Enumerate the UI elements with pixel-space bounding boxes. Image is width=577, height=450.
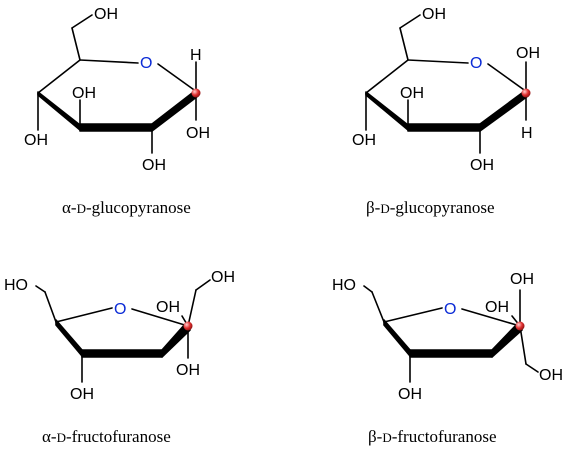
caption-config: D <box>57 430 66 445</box>
anomeric-carbon-marker <box>191 88 201 98</box>
atom-label-oh: OH <box>398 386 422 403</box>
caption-dash: - <box>375 198 381 217</box>
atom-label-oh: OH <box>176 362 200 379</box>
caption-name: -fructofuranose <box>392 427 497 446</box>
caption-name: -fructofuranose <box>66 427 171 446</box>
molecule-caption: α-D-fructofuranose <box>42 427 171 446</box>
atom-label-oh: OH <box>24 132 48 149</box>
atom-label-oh: OH <box>400 85 424 102</box>
atom-label-h: H <box>190 47 202 64</box>
ring-oxygen-label: O <box>444 301 456 318</box>
caption-name: -glucopyranose <box>86 198 191 217</box>
alpha-d-glucopyranose: OH O H OH OH OH OH α-D-glucopyranose <box>24 6 210 217</box>
anomeric-carbon-marker <box>183 321 193 331</box>
caption-config: D <box>77 201 86 216</box>
atom-label-oh: OH <box>156 299 180 316</box>
ring-oxygen-label: O <box>140 55 152 72</box>
anomeric-carbon-marker <box>515 321 525 331</box>
atom-label-oh: OH <box>516 45 540 62</box>
caption-config: D <box>380 201 389 216</box>
molecule-caption: β-D-glucopyranose <box>366 198 495 217</box>
caption-greek-letter: β <box>368 427 377 446</box>
atom-label-oh: OH <box>422 6 446 23</box>
anomeric-carbon-marker <box>521 88 531 98</box>
caption-greek-letter: α <box>62 198 71 217</box>
atom-label-oh: OH <box>94 6 118 23</box>
atom-label-oh: OH <box>186 125 210 142</box>
caption-config: D <box>382 430 391 445</box>
beta-d-fructofuranose: HO O OH OH OH OH β-D-fructofuranose <box>332 271 563 446</box>
ring-oxygen-label: O <box>470 55 482 72</box>
atom-label-oh: OH <box>142 157 166 174</box>
caption-name: -glucopyranose <box>390 198 495 217</box>
atom-label-oh: OH <box>539 367 563 384</box>
molecule-caption: α-D-glucopyranose <box>62 198 191 217</box>
atom-label-oh: OH <box>72 85 96 102</box>
atom-label-ho: HO <box>4 277 28 294</box>
atom-label-oh: OH <box>352 132 376 149</box>
caption-dash: - <box>51 427 57 446</box>
beta-d-glucopyranose: OH O OH OH OH H OH β-D-glucopyranose <box>352 6 540 217</box>
caption-dash: - <box>377 427 383 446</box>
atom-label-oh: OH <box>470 157 494 174</box>
atom-label-ho: HO <box>332 277 356 294</box>
atom-label-h: H <box>521 125 533 142</box>
molecule-caption: β-D-fructofuranose <box>368 427 497 446</box>
alpha-d-fructofuranose: HO O OH OH OH OH α-D-fructofuranose <box>4 269 235 446</box>
caption-dash: - <box>71 198 77 217</box>
caption-greek-letter: α <box>42 427 51 446</box>
atom-label-oh: OH <box>70 386 94 403</box>
caption-greek-letter: β <box>366 198 375 217</box>
atom-label-oh: OH <box>485 299 509 316</box>
atom-label-oh: OH <box>510 271 534 288</box>
ring-oxygen-label: O <box>114 301 126 318</box>
atom-label-oh: OH <box>211 269 235 286</box>
